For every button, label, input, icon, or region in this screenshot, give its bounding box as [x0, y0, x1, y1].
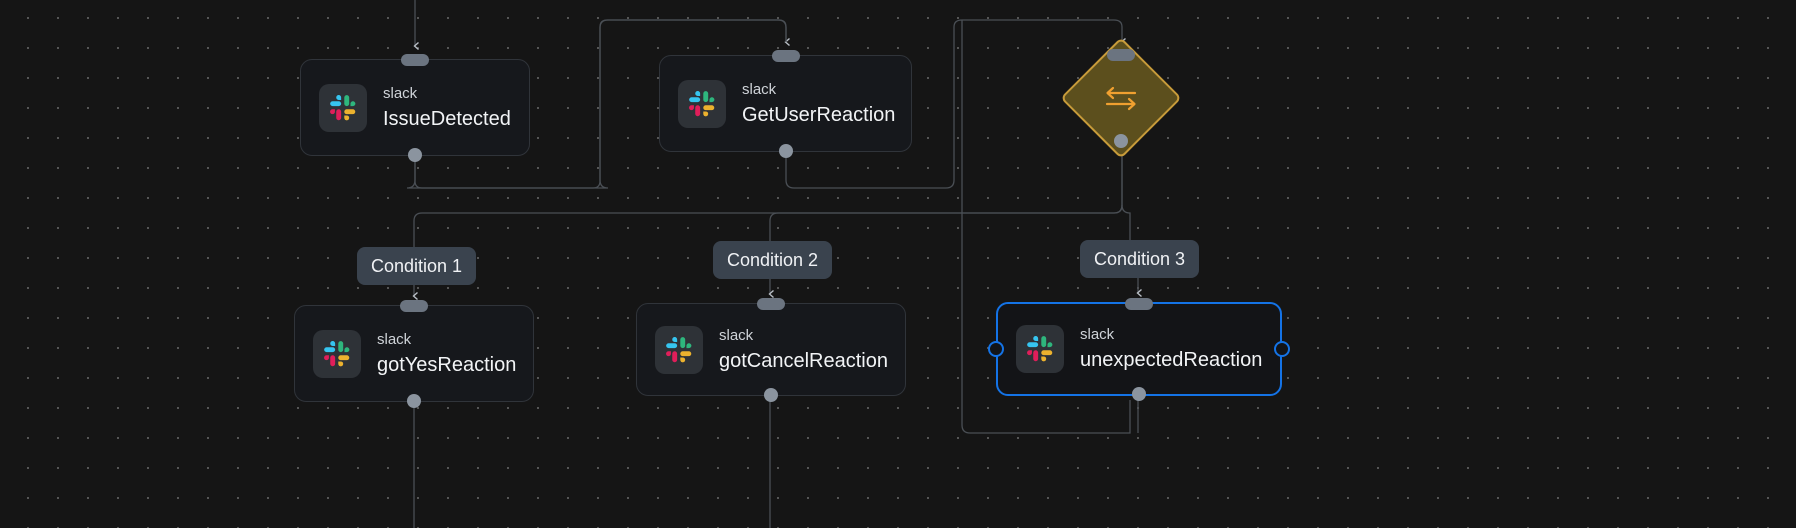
node-integration-label: slack — [719, 326, 754, 344]
node-title: IssueDetected — [383, 107, 511, 130]
slack-icon — [655, 325, 703, 374]
node-source-handle[interactable] — [764, 388, 778, 402]
node-text: slack gotYesReaction — [377, 330, 517, 378]
node-issue-detected[interactable]: slack IssueDetected — [300, 54, 530, 162]
node-integration-label: slack — [1080, 326, 1115, 343]
node-get-user-reaction[interactable]: slack GetUserReaction — [659, 50, 912, 158]
node-source-handle[interactable] — [1114, 134, 1128, 148]
node-target-handle[interactable] — [1125, 298, 1153, 310]
node-source-handle[interactable] — [408, 148, 422, 162]
node-switch[interactable] — [1060, 37, 1182, 159]
node-title: gotCancelReaction — [719, 349, 888, 372]
node-left-handle[interactable] — [988, 341, 1004, 357]
node-source-handle[interactable] — [407, 394, 421, 408]
node-text: slack gotCancelReaction — [719, 326, 888, 374]
node-target-handle[interactable] — [757, 298, 785, 310]
node-title: gotYesReaction — [377, 353, 517, 376]
slack-icon — [319, 83, 367, 132]
edge-branch-condition2 — [769, 204, 1123, 241]
slack-icon — [313, 329, 361, 378]
node-source-handle[interactable] — [778, 144, 793, 158]
node-unexpected-reaction[interactable]: slack unexpectedReaction — [988, 298, 1290, 401]
edge-switch-left-branch — [413, 148, 1123, 247]
edge-label-condition-3[interactable]: Condition 3 — [1080, 240, 1200, 278]
node-title: GetUserReaction — [742, 103, 896, 126]
node-source-handle[interactable] — [1132, 387, 1146, 401]
node-target-handle[interactable] — [400, 300, 428, 312]
edge-label-text: Condition 1 — [371, 256, 463, 276]
node-target-handle[interactable] — [1107, 49, 1135, 61]
node-right-handle[interactable] — [1274, 341, 1290, 357]
edge-label-condition-2[interactable]: Condition 2 — [713, 241, 833, 279]
node-got-cancel-reaction[interactable]: slack gotCancelReaction — [636, 298, 906, 402]
node-target-handle[interactable] — [401, 54, 429, 66]
swap-arrows-icon — [1078, 55, 1164, 141]
node-integration-label: slack — [377, 330, 412, 348]
node-text: slack unexpectedReaction — [1080, 325, 1263, 373]
edge-switch-to-condition3 — [1121, 148, 1131, 240]
edge-label-text: Condition 2 — [727, 250, 819, 270]
node-integration-label: slack — [742, 80, 777, 98]
node-integration-label: slack — [383, 84, 418, 102]
node-got-yes-reaction[interactable]: slack gotYesReaction — [294, 300, 534, 408]
node-title: unexpectedReaction — [1080, 349, 1263, 371]
edge-label-condition-1[interactable]: Condition 1 — [357, 247, 477, 285]
slack-icon — [678, 79, 726, 128]
node-text: slack GetUserReaction — [742, 80, 896, 128]
edge-label-text: Condition 3 — [1094, 249, 1186, 269]
node-target-handle[interactable] — [771, 50, 800, 62]
node-text: slack IssueDetected — [383, 84, 511, 132]
slack-icon — [1016, 325, 1064, 373]
